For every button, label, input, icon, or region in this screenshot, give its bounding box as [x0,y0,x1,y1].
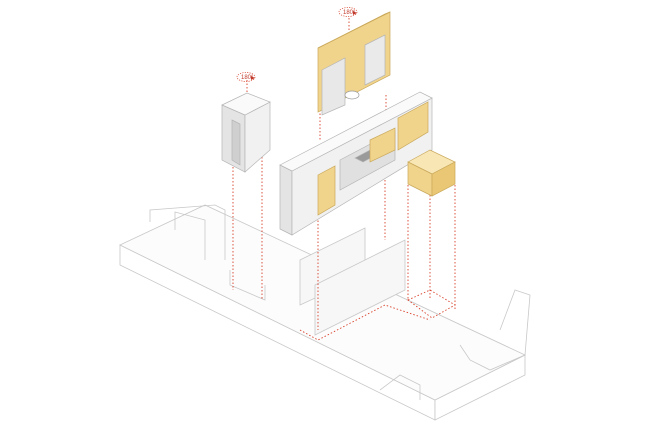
rotation-marker-bathroom: 180° [338,7,358,17]
shell-inner-wall [174,211,206,260]
rotation-marker-wardrobe: 180° [236,72,256,82]
kitchen-yellow-door-mid [369,127,396,163]
apartment-shell [119,204,531,421]
rotation-label: 180° [241,75,254,81]
rotation-arrow-icon [251,76,255,80]
projection-lines [232,18,456,341]
kitchen-end [279,164,293,236]
wall-unit-top [317,11,391,49]
rotation-arrow-icon [353,11,357,15]
kitchen-yellow-cabinet-right [397,101,429,151]
bathroom-wall-unit [317,11,391,116]
shell-partition [229,270,266,301]
wall-unit-niche [321,57,346,116]
kitchen-unit [279,91,433,236]
wardrobe-opening [231,119,241,166]
wall-unit-shelf [364,34,386,86]
cube-right [431,161,456,197]
shell-wall-long [314,239,406,336]
wardrobe-unit [221,92,271,173]
rotation-label: 180° [343,10,356,16]
shell-front-notch [379,374,421,400]
wardrobe-top [221,92,271,116]
kitchen-yellow-door-left [317,165,336,216]
kitchen-top [279,91,433,172]
shell-bay-window [459,289,531,371]
toilet-icon [344,90,360,100]
shell-back-wall [149,204,226,260]
storage-cube [407,149,456,197]
